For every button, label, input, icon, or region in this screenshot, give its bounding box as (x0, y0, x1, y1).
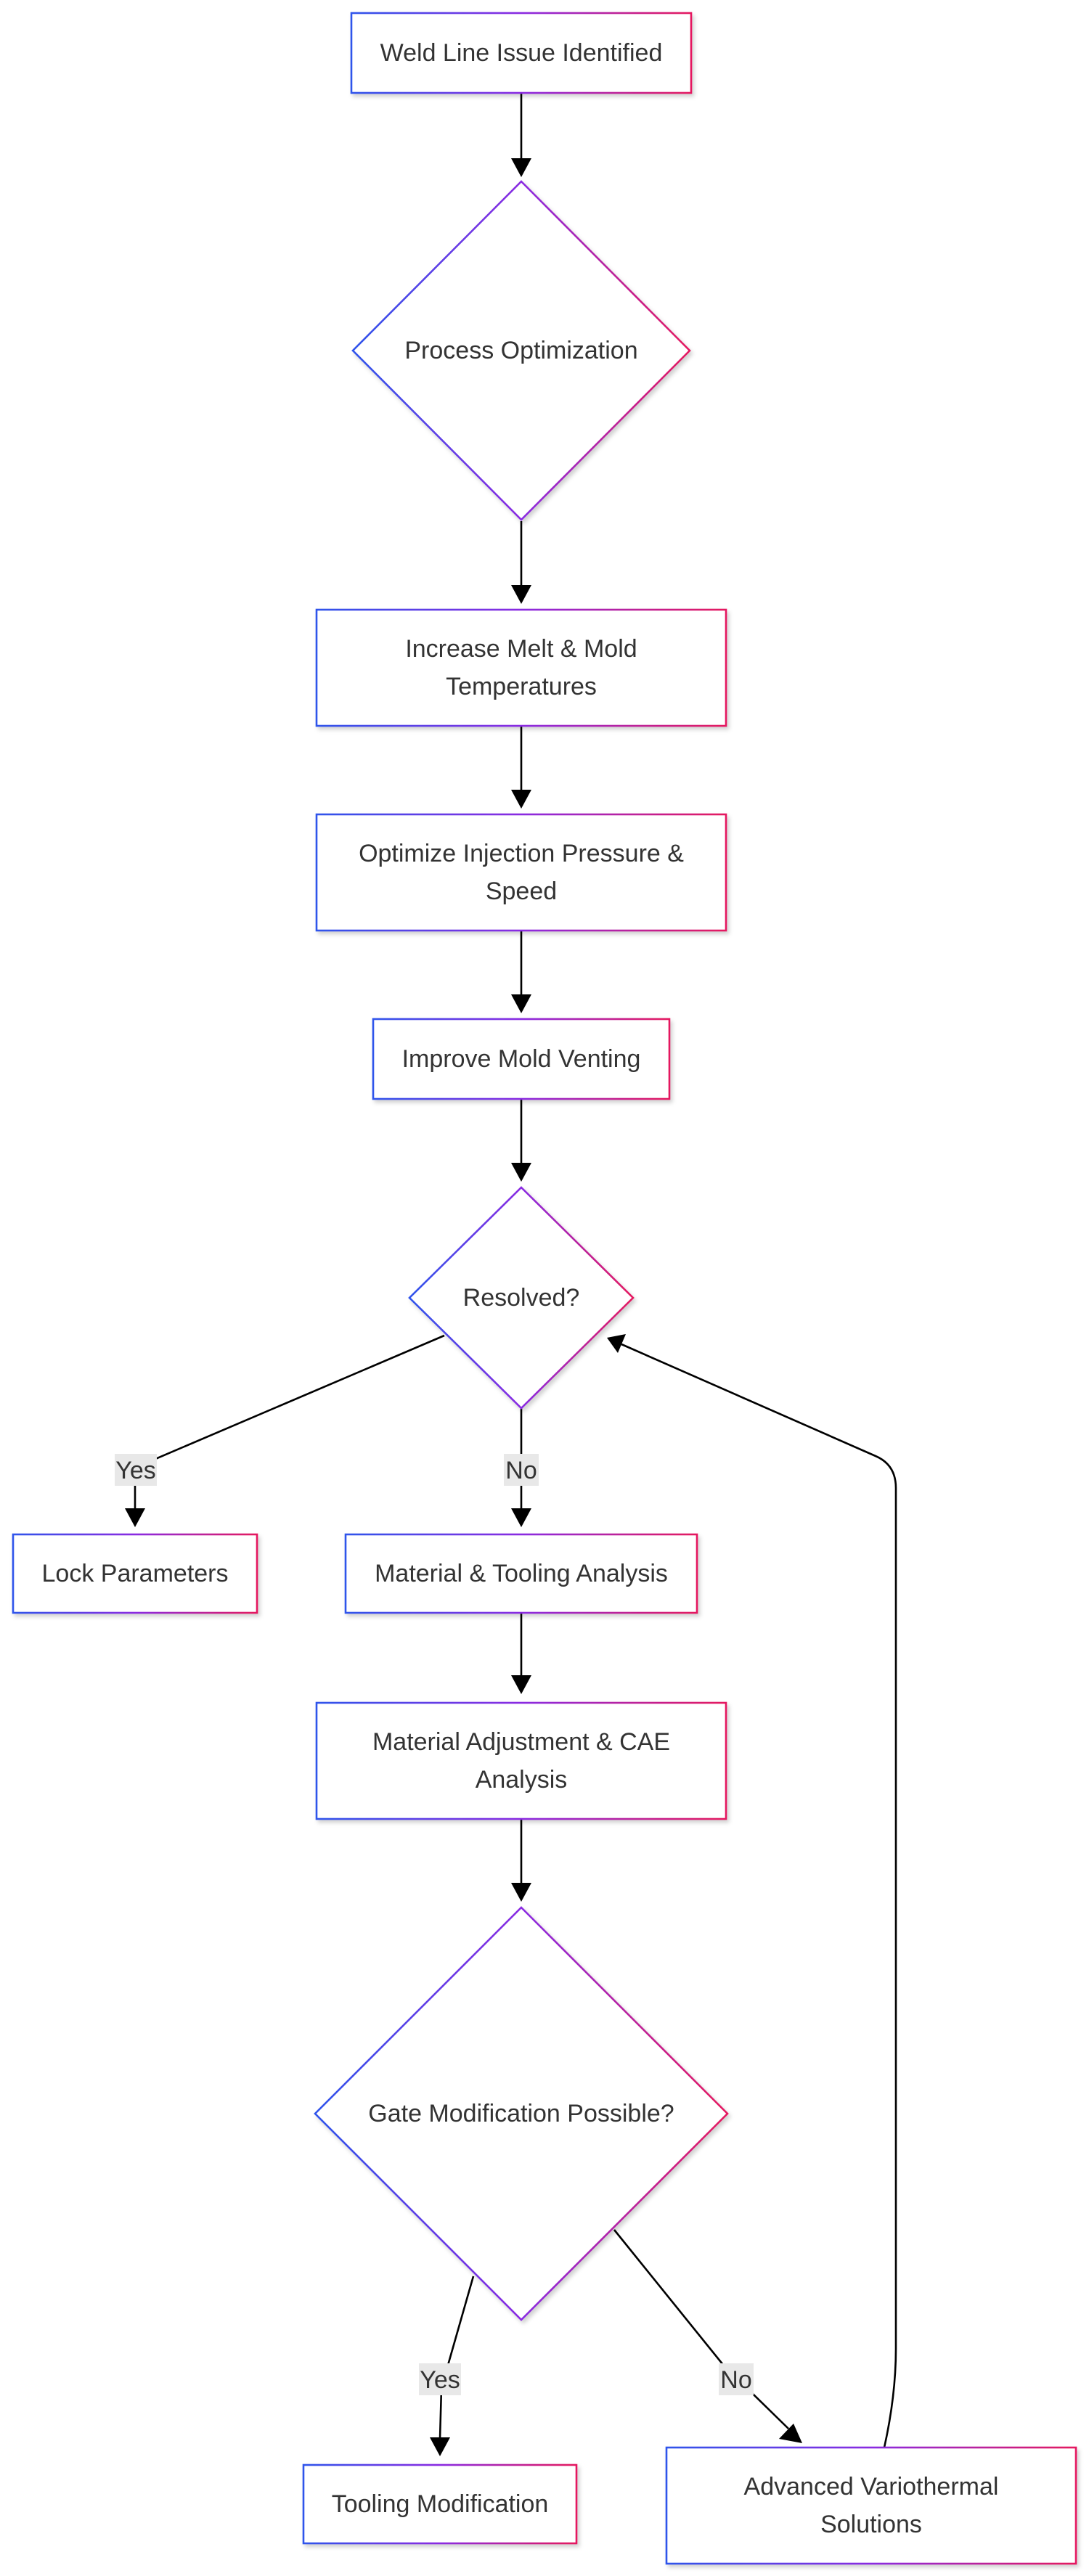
node-increase-temperatures[interactable]: Increase Melt & Mold Temperatures (315, 608, 727, 727)
edge-label-gate-yes: Yes (419, 2363, 461, 2395)
node-label: Tooling Modification (332, 2490, 549, 2518)
node-advanced-variothermal[interactable]: Advanced Variothermal Solutions (665, 2446, 1077, 2565)
node-label-line-1: Advanced Variothermal (744, 2473, 999, 2501)
node-material-cae-analysis[interactable]: Material Adjustment & CAE Analysis (315, 1701, 727, 1820)
edge-gate-yes (439, 2276, 475, 2440)
node-tooling-modification[interactable]: Tooling Modification (302, 2463, 578, 2545)
arrowhead (511, 1508, 531, 1527)
edge-label-text: Yes (115, 1457, 155, 1484)
edge-label-text: Yes (420, 2366, 460, 2394)
arrowhead (511, 585, 531, 604)
node-weld-line-issue[interactable]: Weld Line Issue Identified (350, 12, 693, 94)
arrowhead (511, 158, 531, 177)
node-resolved[interactable]: Resolved? (408, 1186, 635, 1410)
edge-label-text: No (720, 2366, 751, 2394)
node-label-line-2: Analysis (476, 1766, 568, 1794)
node-label-line-2: Speed (486, 878, 557, 905)
node-label-line-1: Optimize Injection Pressure & (359, 840, 684, 867)
arrowhead (125, 1508, 145, 1527)
node-label: Process Optimization (404, 337, 637, 364)
node-lock-parameters[interactable]: Lock Parameters (12, 1533, 258, 1614)
edge-variothermal-to-resolved (621, 1343, 897, 2448)
edge-label-resolved-yes: Yes (115, 1454, 157, 1486)
node-label-line-2: Temperatures (446, 673, 597, 700)
node-improve-venting[interactable]: Improve Mold Venting (372, 1018, 671, 1100)
arrowhead (779, 2424, 802, 2443)
node-process-optimization[interactable]: Process Optimization (351, 180, 691, 521)
arrowhead (511, 1883, 531, 1902)
node-label: Weld Line Issue Identified (380, 39, 663, 67)
edge-label-resolved-no: No (504, 1454, 539, 1486)
arrowhead (607, 1334, 626, 1353)
node-label: Improve Mold Venting (402, 1045, 641, 1073)
edge-label-text: No (505, 1457, 537, 1484)
node-optimize-injection[interactable]: Optimize Injection Pressure & Speed (315, 813, 727, 932)
arrowhead (511, 790, 531, 809)
node-label: Lock Parameters (42, 1560, 229, 1587)
node-gate-modification[interactable]: Gate Modification Possible? (314, 1906, 729, 2321)
arrowhead (430, 2437, 450, 2456)
node-label-line-2: Solutions (820, 2511, 922, 2538)
arrowhead (511, 994, 531, 1013)
edge-gate-no (613, 2229, 789, 2429)
node-label-line-1: Material Adjustment & CAE (372, 1728, 670, 1756)
node-label: Resolved? (463, 1284, 580, 1312)
arrowhead (511, 1675, 531, 1694)
edge-resolved-yes (134, 1334, 445, 1508)
edge-label-gate-no: No (719, 2363, 754, 2395)
node-label: Gate Modification Possible? (368, 2100, 674, 2127)
node-label: Material & Tooling Analysis (375, 1560, 668, 1587)
node-label-line-1: Increase Melt & Mold (405, 635, 637, 663)
node-material-tooling-analysis[interactable]: Material & Tooling Analysis (344, 1533, 698, 1614)
arrowhead (511, 1163, 531, 1182)
